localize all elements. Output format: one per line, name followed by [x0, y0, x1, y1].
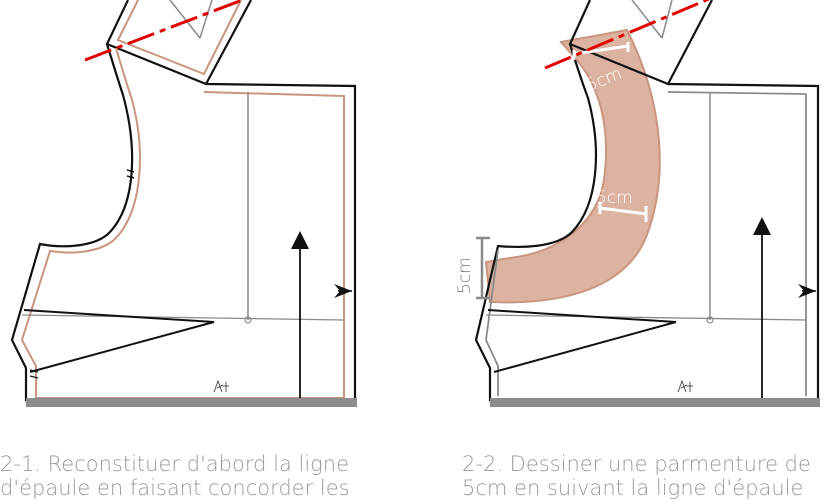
right-caption: 2-2. Dessiner une parmenture de 5cm en s…	[462, 452, 811, 500]
left-waist-line	[21, 314, 345, 321]
left-bodice-outline	[10, 43, 357, 402]
left-pattern	[10, 0, 357, 407]
left-shoulder-inner-lines	[169, 0, 213, 39]
pattern-diagram: 5cm 5cm 5cm	[10, 0, 820, 407]
right-shoulder-inner-lines	[631, 0, 673, 39]
right-pattern: 5cm 5cm 5cm	[455, 0, 820, 407]
left-shoulder-seam	[116, 0, 242, 76]
left-bodice-seam	[20, 47, 345, 399]
left-guide-point	[244, 316, 252, 324]
right-logo-icon	[677, 379, 693, 393]
right-bodice-inner	[485, 91, 807, 396]
right-hem-bar	[490, 398, 820, 407]
left-red-cut-line	[84, 0, 247, 62]
left-logo-icon	[213, 379, 229, 393]
left-shoulder-piece	[105, 0, 252, 86]
right-bodice-outline	[474, 43, 820, 402]
right-red-cut-line	[544, 0, 711, 70]
right-dart	[487, 309, 677, 373]
left-dart	[23, 309, 215, 373]
right-facing-band	[484, 28, 661, 304]
right-measure-shoulder	[572, 42, 630, 60]
left-notch-icon	[126, 169, 135, 179]
right-measure-middle-label: 5cm	[596, 188, 633, 208]
right-measure-bottom-label: 5cm	[455, 257, 475, 294]
left-hem-bar	[26, 398, 357, 407]
right-waist-line	[485, 314, 807, 321]
left-caption-line1: 2-1. Reconstituer d'abord la ligne	[0, 452, 350, 476]
left-caption: 2-1. Reconstituer d'abord la ligne d'épa…	[0, 452, 350, 500]
right-measure-middle	[598, 202, 648, 222]
right-measure-bottom	[476, 236, 490, 300]
right-caption-line1: 2-2. Dessiner une parmenture de	[462, 452, 811, 476]
right-guide-point	[706, 316, 714, 324]
left-notch-side-icon	[29, 369, 39, 379]
right-shoulder-piece	[568, 0, 713, 86]
